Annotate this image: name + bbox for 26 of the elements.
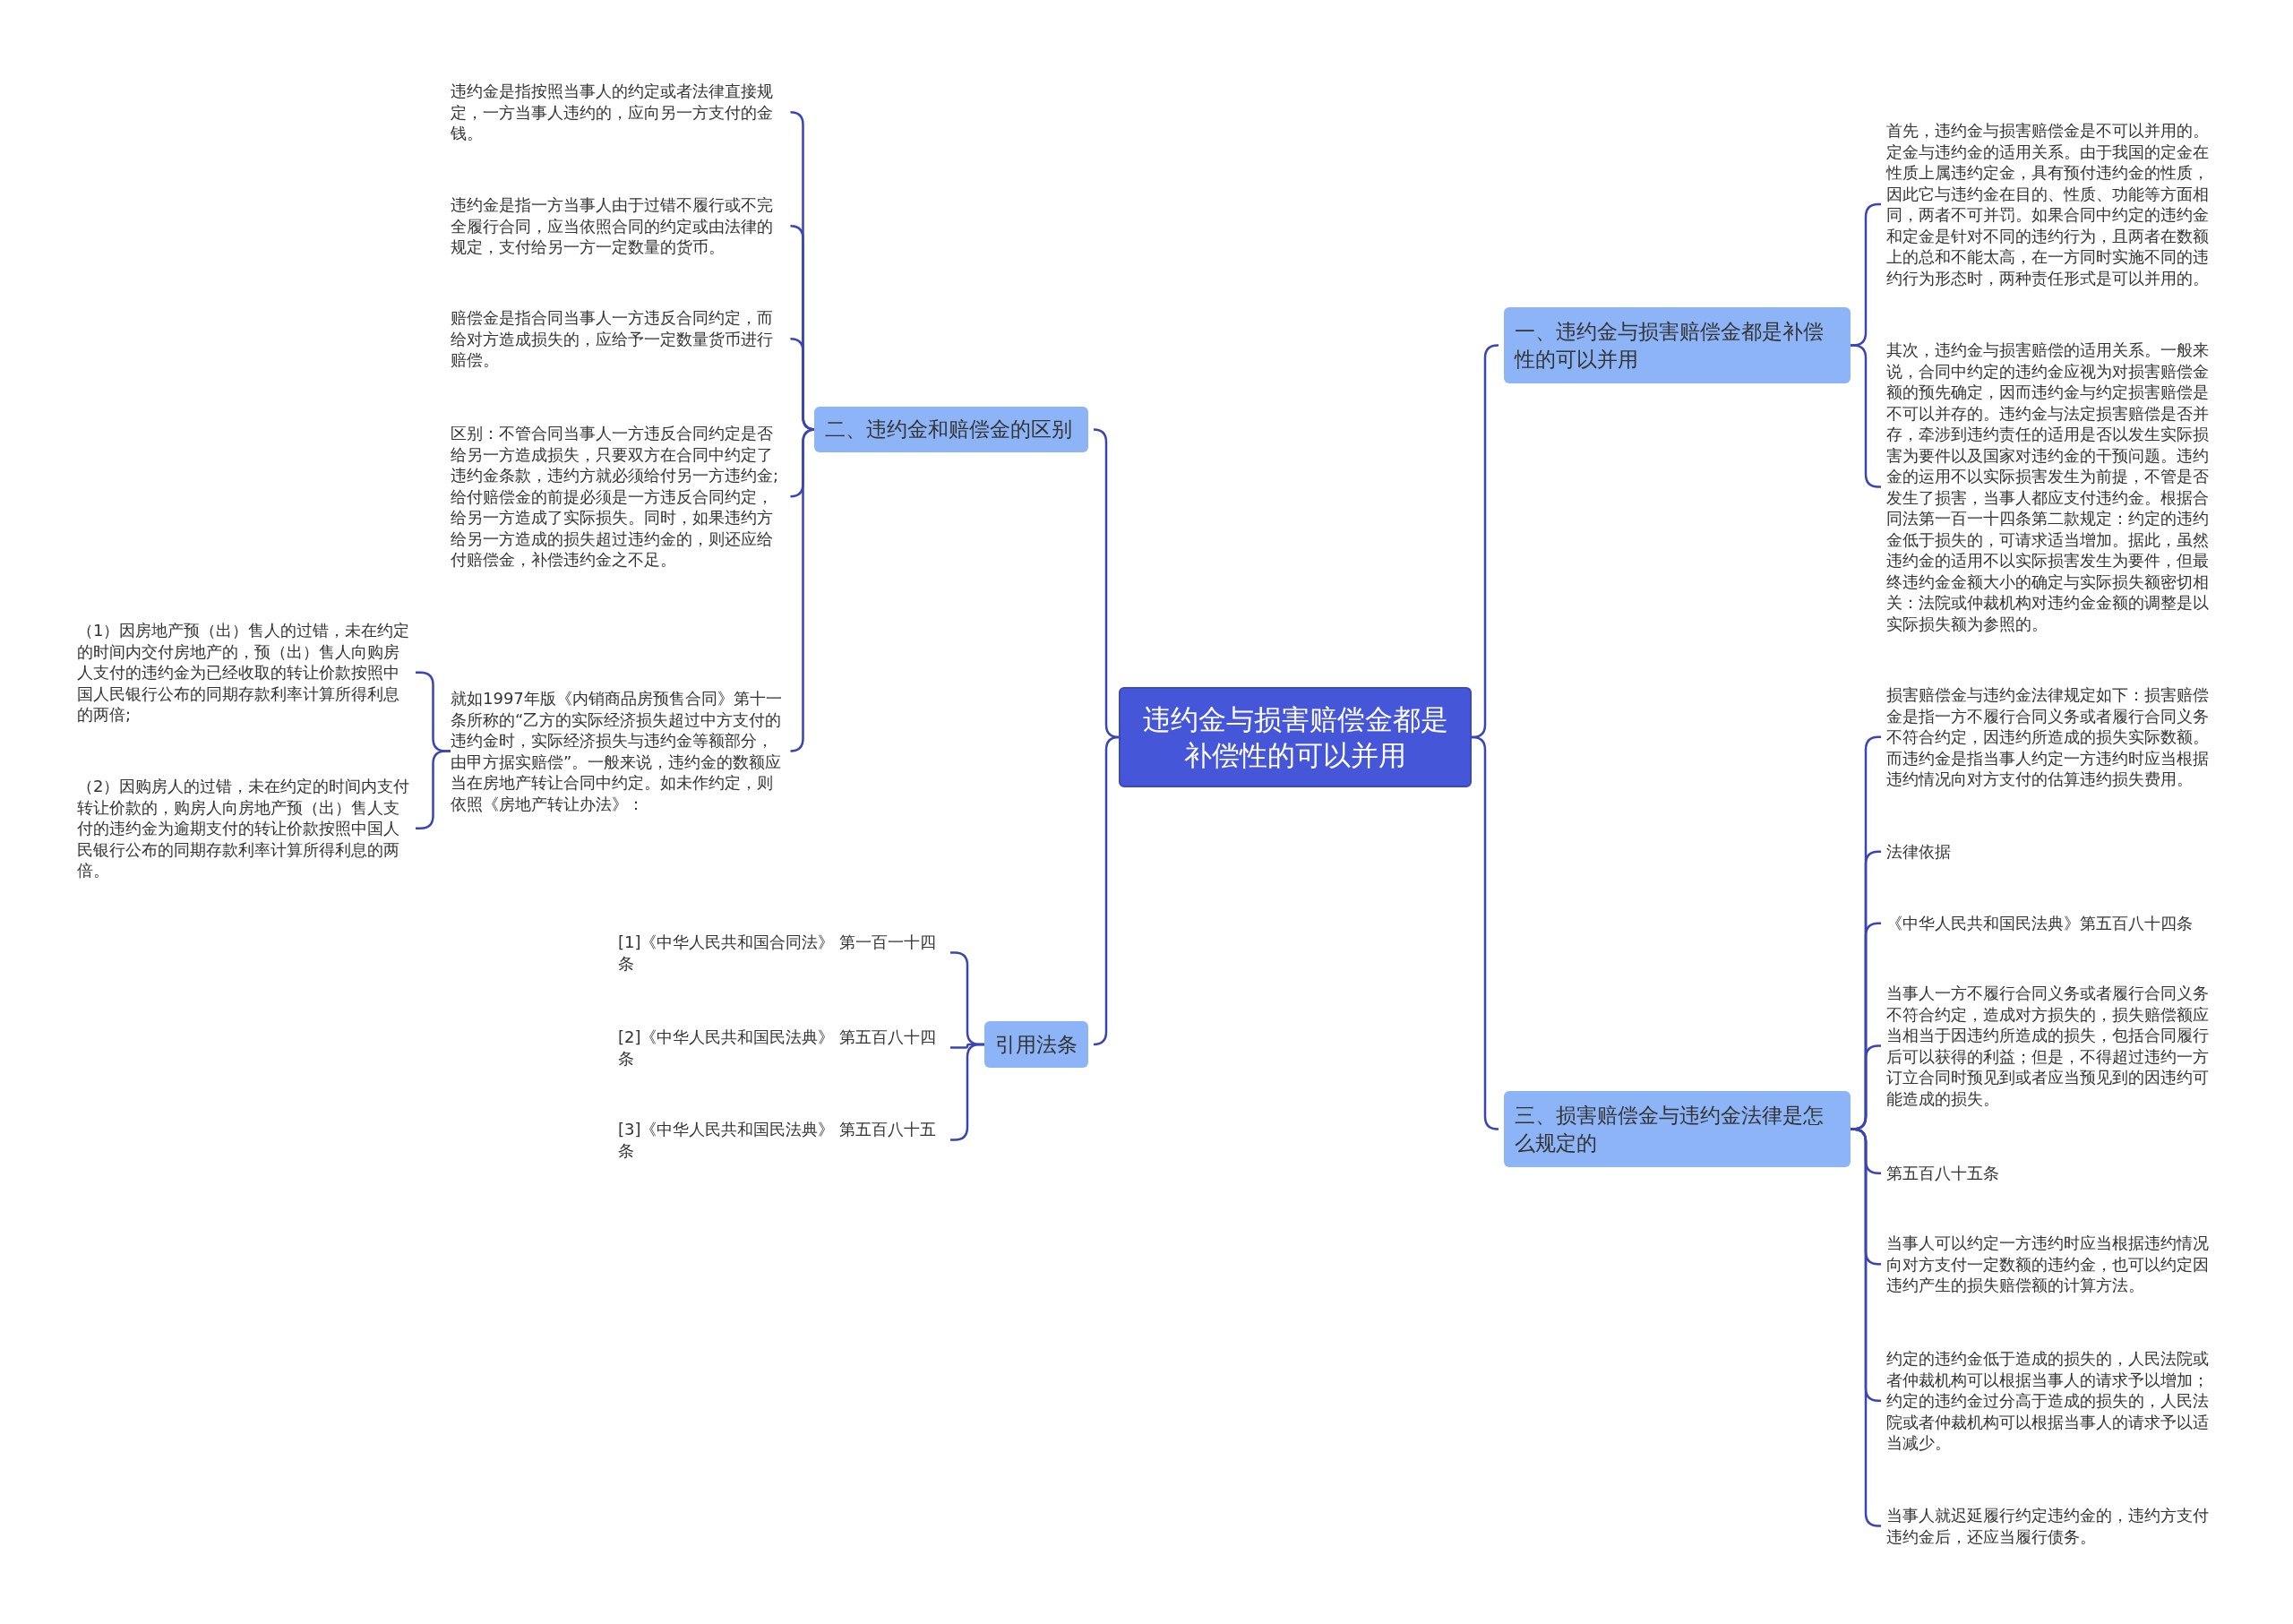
note-text: 《中华人民共和国民法典》第五百八十四条 <box>1886 913 2222 934</box>
branch-box: 二、违约金和赔偿金的区别 <box>814 407 1088 452</box>
branch-box: 一、违约金与损害赔偿金都是补偿性的可以并用 <box>1504 307 1851 383</box>
note-text: （1）因房地产预（出）售人的过错，未在约定的时间内交付房地产的，预（出）售人向购房人支付的违约金为已经收取的转让价款按照中国人民银行公布的同期存款利率计算所得利息的两倍; <box>77 620 410 726</box>
note-text: 就如1997年版《内销商品房预售合同》第十一条所称的“乙方的实际经济损失超过中方支付的违约金时，实际经济损失与违约金等额部分，由甲方据实赔偿”。一般来说，违约金的数额应当在房地产转让合同中约定。如未作约定，则依照《房地产转让办法》： <box>451 688 786 814</box>
note-text: [3]《中华人民共和国民法典》 第五百八十五条 <box>618 1119 945 1161</box>
topic-box: 违约金与损害赔偿金都是补偿性的可以并用 <box>1119 687 1472 787</box>
branch-box: 三、损害赔偿金与违约金法律是怎么规定的 <box>1504 1091 1851 1167</box>
note-text: 其次，违约金与损害赔偿的适用关系。一般来说，合同中约定的违约金应视为对损害赔偿金额的预先确定，因而违约金与约定损害赔偿是不可以并存的。违约金与法定损害赔偿是否并存，牵涉到违约责任的适用是否以发生实际损害为要件以及国家对违约金的干预问题。违约金的运用不以实际损害发生为前提，不管是否发生了损害，当事人都应支付违约金。根据合同法第一百一十四条第二款规定：约定的违约金低于损失的，可请求适当增加。据此，虽然违约金的适用不以实际损害发生为要件，但最终违约金金额大小的确定与实际损失额密切相关：法院或仲裁机构对违约金金额的调整是以实际损失额为参照的。 <box>1886 339 2222 634</box>
note-text: 当事人可以约定一方违约时应当根据违约情况向对方支付一定数额的违约金，也可以约定因违约产生的损失赔偿额的计算方法。 <box>1886 1233 2222 1296</box>
note-text: 损害赔偿金与违约金法律规定如下：损害赔偿金是指一方不履行合同义务或者履行合同义务不符合约定，因违约所造成的损失实际数额。而违约金是指当事人约定一方违约时应当根据违约情况向对方支付的估算违约损失费用。 <box>1886 684 2222 790</box>
note-text: 违约金是指按照当事人的约定或者法律直接规定，一方当事人违约的，应向另一方支付的金钱。 <box>451 81 786 144</box>
note-text: 违约金是指一方当事人由于过错不履行或不完全履行合同，应当依照合同的约定或由法律的规定，支付给另一方一定数量的货币。 <box>451 194 786 258</box>
note-text: 赔偿金是指合同当事人一方违反合同约定，而给对方造成损失的，应给予一定数量货币进行赔偿。 <box>451 307 786 371</box>
note-text: [2]《中华人民共和国民法典》 第五百八十四条 <box>618 1027 945 1069</box>
note-text: 法律依据 <box>1886 841 2222 863</box>
note-text: 当事人就迟延履行约定违约金的，违约方支付违约金后，还应当履行债务。 <box>1886 1505 2222 1547</box>
note-text: 第五百八十五条 <box>1886 1163 2222 1184</box>
connector-line <box>1092 735 1121 1046</box>
note-text: 当事人一方不履行合同义务或者履行合同义务不符合约定，造成对方损失的，损失赔偿额应当相当于因违约所造成的损失，包括合同履行后可以获得的利益；但是，不得超过违约一方订立合同时预见到或者应当预见到的因违约可能造成的损失。 <box>1886 983 2222 1109</box>
branch-box: 引用法条 <box>984 1021 1088 1068</box>
note-text: [1]《中华人民共和国合同法》 第一百一十四条 <box>618 932 945 974</box>
note-text: 约定的违约金低于造成的损失的，人民法院或者仲裁机构可以根据当事人的请求予以增加；约定的违约金过分高于造成的损失的，人民法院或者仲裁机构可以根据当事人的请求予以适当减少。 <box>1886 1348 2222 1454</box>
note-text: 首先，违约金与损害赔偿金是不可以并用的。定金与违约金的适用关系。由于我国的定金在性质上属违约定金，具有预付违约金的性质，因此它与违约金在目的、性质、功能等方面相同，两者不可并罚。如果合同中约定的违约金和定金是针对不同的违约行为，且两者在数额上的总和不能太高，在一方同时实施不同的违约行为形态时，两种责任形式是可以并用的。 <box>1886 120 2222 288</box>
note-text: （2）因购房人的过错，未在约定的时间内支付转让价款的，购房人向房地产预（出）售人支付的违约金为逾期支付的转让价款按照中国人民银行公布的同期存款利率计算所得利息的两倍。 <box>77 776 410 881</box>
note-text: 区别：不管合同当事人一方违反合同约定是否给另一方造成损失，只要双方在合同中约定了违约金条款，违约方就必须给付另一方违约金;给付赔偿金的前提必须是一方违反合同约定，给另一方造成了实际损失。同时，如果违约方给另一方造成的损失超过违约金的，则还应给付赔偿金，补偿违约金之不足。 <box>451 423 786 571</box>
